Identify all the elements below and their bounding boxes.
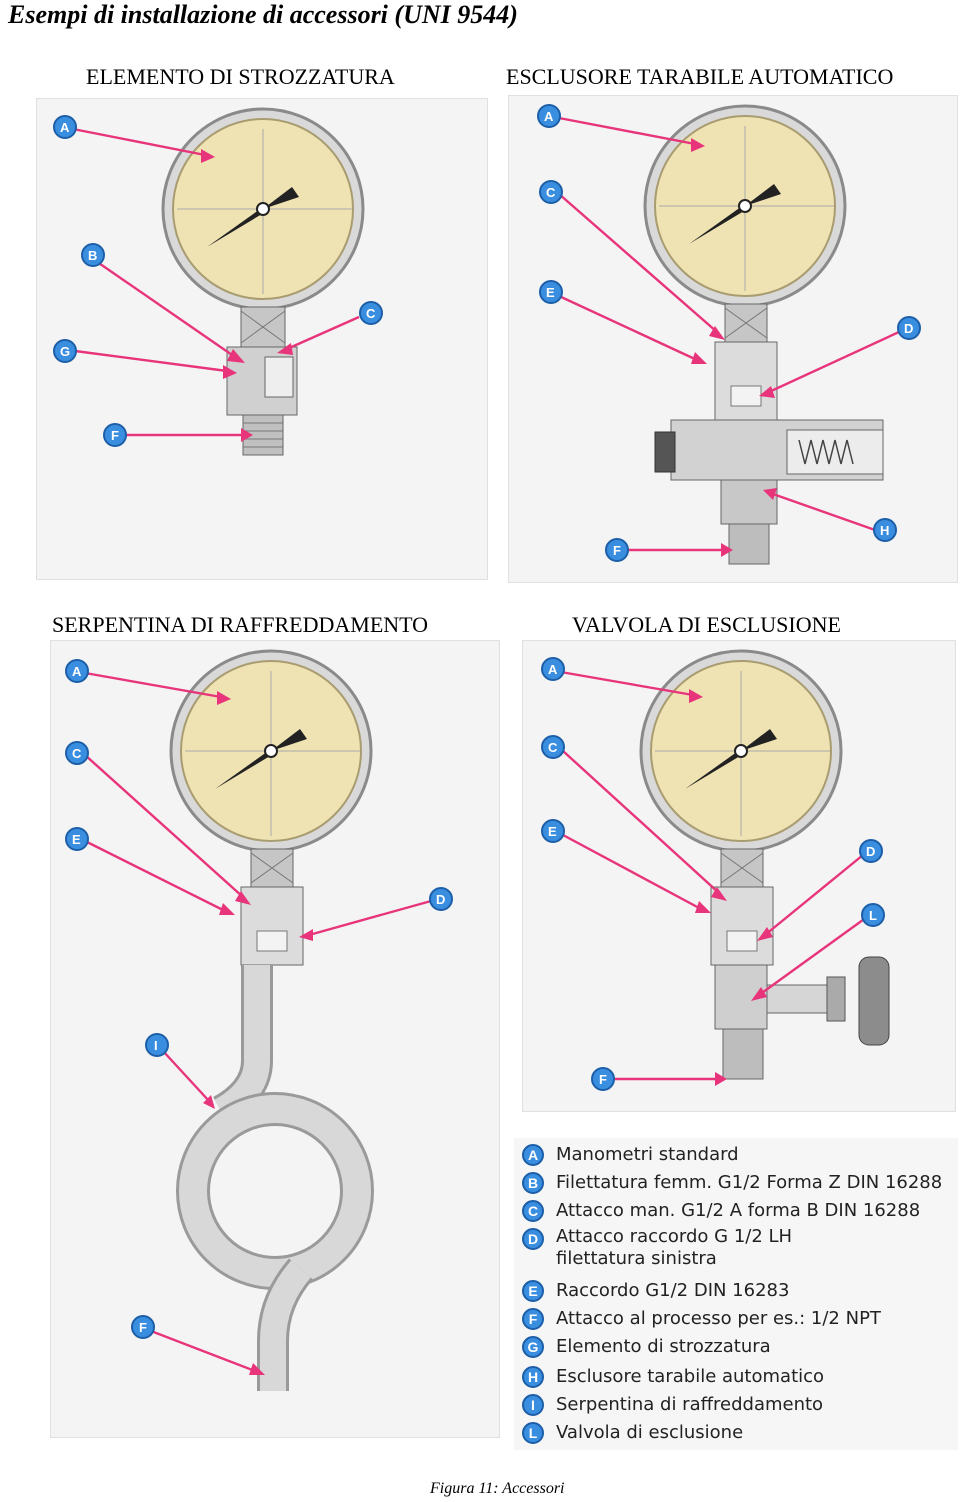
callout-a: A bbox=[53, 115, 77, 139]
callout-a: A bbox=[65, 659, 89, 683]
legend-item-h: H Esclusore tarabile automatico bbox=[522, 1364, 824, 1390]
svg-text:A: A bbox=[544, 109, 554, 124]
legend-text: Esclusore tarabile automatico bbox=[556, 1366, 825, 1387]
gauge-stem bbox=[226, 306, 298, 456]
gauge-stem bbox=[654, 303, 884, 565]
legend-text: Valvola di esclusione bbox=[556, 1422, 744, 1443]
legend-item-d: D Attacco raccordo G 1/2 LH filettatura … bbox=[522, 1226, 792, 1274]
callout-f: F bbox=[131, 1315, 155, 1339]
legend-text: Manometri standard bbox=[556, 1144, 739, 1165]
callout-b: B bbox=[81, 243, 105, 267]
legend-text: Attacco raccordo G 1/2 LH filettatura si… bbox=[556, 1226, 792, 1270]
svg-text:E: E bbox=[548, 824, 557, 839]
svg-text:I: I bbox=[154, 1038, 158, 1053]
legend-item-f: F Attacco al processo per es.: 1/2 NPT bbox=[522, 1306, 881, 1332]
callout-a: A bbox=[541, 657, 565, 681]
cooling-coil bbox=[176, 965, 374, 1391]
legend-text: Serpentina di raffreddamento bbox=[556, 1394, 824, 1415]
callout-f: F bbox=[103, 423, 127, 447]
callout-c: C bbox=[65, 741, 89, 765]
legend-letter: H bbox=[522, 1366, 544, 1388]
legend-letter: B bbox=[522, 1172, 544, 1194]
figure-caption: Figura 11: Accessori bbox=[430, 1480, 565, 1497]
svg-text:C: C bbox=[72, 746, 82, 761]
callout-d: D bbox=[859, 839, 883, 863]
svg-text:H: H bbox=[880, 523, 889, 538]
svg-text:F: F bbox=[139, 1320, 147, 1335]
page-title: Esempi di installazione di accessori (UN… bbox=[8, 0, 518, 29]
heading-serpentina: SERPENTINA DI RAFFREDDAMENTO bbox=[52, 612, 429, 637]
legend-letter: C bbox=[522, 1200, 544, 1222]
callout-i: I bbox=[145, 1033, 169, 1057]
pressure-gauge bbox=[639, 649, 843, 853]
legend-text-line1: Attacco raccordo G 1/2 LH bbox=[556, 1226, 793, 1247]
illustration-esclusore: A C E D H F bbox=[508, 95, 958, 583]
legend-letter: D bbox=[522, 1228, 544, 1250]
legend-letter: I bbox=[522, 1394, 544, 1416]
legend: A Manometri standard B Filettatura femm.… bbox=[514, 1138, 958, 1450]
svg-text:C: C bbox=[366, 306, 376, 321]
heading-valvola: VALVOLA DI ESCLUSIONE bbox=[572, 612, 841, 637]
heading-esclusore: ESCLUSORE TARABILE AUTOMATICO bbox=[506, 64, 894, 89]
pressure-gauge bbox=[643, 104, 847, 308]
svg-text:D: D bbox=[904, 321, 913, 336]
pressure-gauge bbox=[169, 649, 373, 853]
legend-item-l: L Valvola di esclusione bbox=[522, 1420, 743, 1446]
legend-item-b: B Filettatura femm. G1/2 Forma Z DIN 162… bbox=[522, 1170, 942, 1196]
svg-text:C: C bbox=[548, 740, 558, 755]
illustration-strozzatura: A B G F C bbox=[36, 98, 488, 580]
callout-c: C bbox=[359, 301, 383, 325]
gauge-stem bbox=[240, 848, 304, 966]
legend-letter: E bbox=[522, 1280, 544, 1302]
callout-d: D bbox=[897, 316, 921, 340]
callout-e: E bbox=[541, 819, 565, 843]
svg-text:F: F bbox=[613, 543, 621, 558]
svg-text:D: D bbox=[436, 892, 445, 907]
callout-c: C bbox=[541, 735, 565, 759]
callout-l: L bbox=[861, 903, 885, 927]
legend-item-a: A Manometri standard bbox=[522, 1142, 739, 1168]
svg-text:A: A bbox=[60, 120, 70, 135]
heading-strozzatura: ELEMENTO DI STROZZATURA bbox=[86, 64, 395, 89]
gauge-stem bbox=[710, 848, 890, 1080]
legend-item-g: G Elemento di strozzatura bbox=[522, 1334, 771, 1360]
legend-letter: L bbox=[522, 1422, 544, 1444]
legend-text: Raccordo G1/2 DIN 16283 bbox=[556, 1280, 790, 1301]
svg-text:E: E bbox=[72, 832, 81, 847]
legend-letter: F bbox=[522, 1308, 544, 1330]
legend-letter: G bbox=[522, 1336, 544, 1358]
legend-text: Filettatura femm. G1/2 Forma Z DIN 16288 bbox=[556, 1172, 943, 1193]
callout-a: A bbox=[537, 104, 561, 128]
callout-g: G bbox=[53, 339, 77, 363]
pressure-gauge bbox=[161, 107, 365, 311]
callout-f: F bbox=[605, 538, 629, 562]
legend-text: Elemento di strozzatura bbox=[556, 1336, 771, 1357]
illustration-serpentina: A C E D I F bbox=[50, 640, 500, 1438]
legend-text: Attacco al processo per es.: 1/2 NPT bbox=[556, 1308, 881, 1329]
svg-text:A: A bbox=[548, 662, 558, 677]
legend-item-i: I Serpentina di raffreddamento bbox=[522, 1392, 823, 1418]
svg-text:E: E bbox=[546, 285, 555, 300]
svg-text:C: C bbox=[546, 185, 556, 200]
legend-text-line2: filettatura sinistra bbox=[556, 1248, 717, 1269]
legend-item-e: E Raccordo G1/2 DIN 16283 bbox=[522, 1278, 789, 1304]
svg-text:L: L bbox=[869, 908, 877, 923]
svg-text:A: A bbox=[72, 664, 82, 679]
callout-f: F bbox=[591, 1067, 615, 1091]
callout-e: E bbox=[539, 280, 563, 304]
svg-text:G: G bbox=[60, 344, 70, 359]
legend-letter: A bbox=[522, 1144, 544, 1166]
callout-h: H bbox=[873, 518, 897, 542]
svg-text:B: B bbox=[88, 248, 97, 263]
legend-item-c: C Attacco man. G1/2 A forma B DIN 16288 bbox=[522, 1198, 920, 1224]
callout-d: D bbox=[429, 887, 453, 911]
svg-text:F: F bbox=[111, 428, 119, 443]
svg-text:F: F bbox=[599, 1072, 607, 1087]
illustration-valvola: A C E D L F bbox=[522, 640, 956, 1112]
callout-e: E bbox=[65, 827, 89, 851]
callout-c: C bbox=[539, 180, 563, 204]
legend-text: Attacco man. G1/2 A forma B DIN 16288 bbox=[556, 1200, 921, 1221]
svg-text:D: D bbox=[866, 844, 875, 859]
